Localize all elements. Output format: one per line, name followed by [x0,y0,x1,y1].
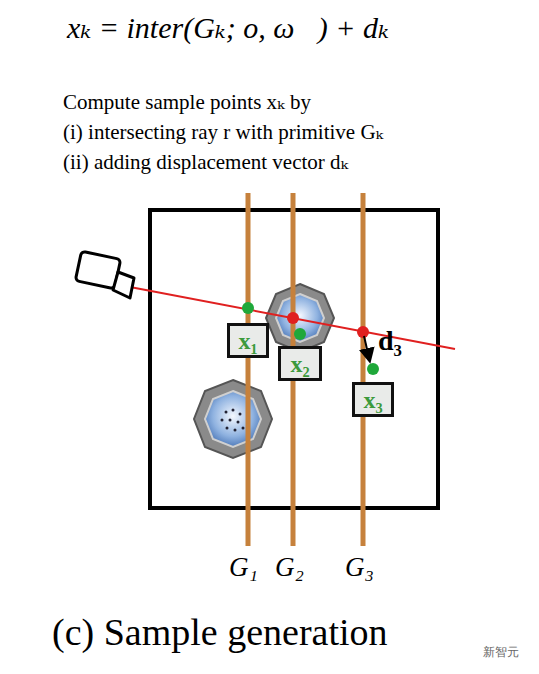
sample-label-box: x₂ [278,346,322,381]
intersection-point [287,312,299,324]
formula: xₖ = inter(Gₖ; o, ω⃗) + dₖ [67,10,389,45]
caption: (c) Sample generation [52,610,388,654]
sample-point [367,363,379,375]
description-line: (i) intersecting ray r with primitive Gₖ [63,120,383,145]
sample-label-box: x₃ [352,382,394,417]
description-line: Compute sample points xₖ by [63,90,311,115]
camera-icon [75,251,134,298]
watermark: 新智元 [483,644,519,661]
primitive-line [248,193,363,546]
vector-label: d₃ [378,325,402,357]
camera-ray [130,287,455,349]
sample-label-box: x₁ [227,323,269,358]
description-line: (ii) adding displacement vector dₖ [63,150,348,175]
primitive-label: G₂ [275,552,304,583]
sample-label: x₁ [238,329,257,353]
sample-label: x₃ [363,388,382,412]
intersection-point [357,326,369,338]
primitive-label: G₁ [229,552,258,583]
primitive-label: G₃ [345,552,374,583]
sample-label: x₂ [290,352,309,376]
bolt-icon [194,380,272,458]
sample-point [294,328,306,340]
bolt-icon [266,284,334,352]
displacement-arrow [364,336,369,358]
sample-point [242,302,254,314]
